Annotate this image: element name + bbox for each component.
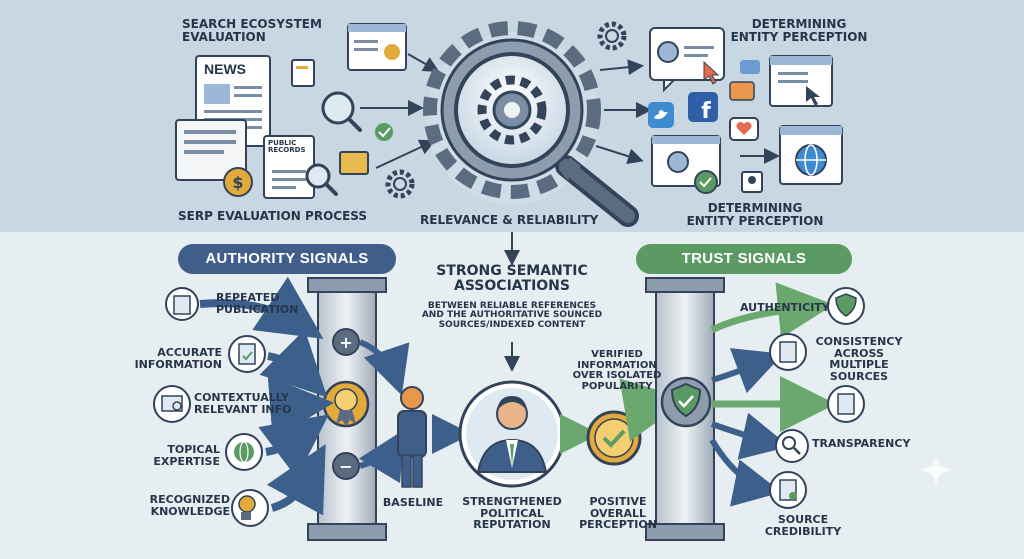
verified-label: VERIFIED INFORMATION OVER ISOLATED POPUL… <box>572 349 662 392</box>
transparency-magnifier-icon <box>775 429 809 463</box>
small-gear-icon <box>385 169 415 199</box>
small-magnifier-icon <box>305 163 338 196</box>
trust-item-consistency: CONSISTENCY ACROSS MULTIPLE SOURCES <box>815 335 903 383</box>
profile-window-icon <box>651 135 721 194</box>
minus-badge-icon: − <box>332 452 360 480</box>
positive-label: POSITIVE OVERALL PERCEPTION <box>579 495 657 532</box>
newspaper-stack-icon <box>175 119 247 181</box>
id-card-icon <box>741 171 763 193</box>
authority-item-contextual: CONTEXTUALLY RELEVANT INFO <box>194 391 292 416</box>
authority-item-topical: TOPICAL EXPERTISE <box>153 443 220 468</box>
trust-item-transparency: TRANSPARENCY <box>812 437 911 450</box>
chart-window-icon <box>347 23 407 71</box>
facebook-icon: f <box>688 92 718 124</box>
authenticity-shield-icon <box>827 287 865 325</box>
public-records-label: PUBLIC RECORDS <box>268 139 306 155</box>
gear-magnifier-icon <box>423 21 639 227</box>
search-ecosystem-label: SEARCH ECOSYSTEM EVALUATION <box>182 17 322 44</box>
chat-icon <box>740 60 760 74</box>
strengthened-label: STRENGTHENED POLITICAL REPUTATION <box>462 495 562 532</box>
consistency-document-icon <box>769 333 807 371</box>
authority-signals-title: AUTHORITY SIGNALS <box>178 244 396 274</box>
certificate-icon <box>769 471 807 509</box>
check-badge-icon <box>375 123 393 141</box>
top-small-gear-icon <box>597 21 627 51</box>
globe-window-icon <box>779 125 843 185</box>
award-medal-icon <box>322 380 370 428</box>
positive-check-medal-icon <box>586 410 642 466</box>
entity-perception-bottom-label: DETERMINING ENTITY PERCEPTION <box>686 201 824 228</box>
comment-icon <box>729 81 755 101</box>
serp-process-label: SERP EVALUATION PROCESS <box>178 209 368 223</box>
brain-head-icon <box>231 489 269 527</box>
trust-item-credibility: SOURCE CREDIBILITY <box>764 513 842 538</box>
magnifier-icon <box>321 91 362 132</box>
strengthened-person-icon <box>458 380 566 488</box>
trust-item-authenticity: AUTHENTICITY <box>740 301 830 314</box>
browser-window-icon <box>769 55 833 107</box>
profile-bubble-icon <box>649 27 725 93</box>
transparency-document-icon <box>827 385 865 423</box>
baseline-person-icon <box>397 386 427 488</box>
svg-text:−: − <box>339 457 352 476</box>
dollar-coin-icon: $ <box>223 167 253 197</box>
entity-perception-top-label: DETERMINING ENTITY PERCEPTION <box>730 17 868 44</box>
sparkle-icon <box>922 456 950 484</box>
twitter-icon <box>648 102 674 128</box>
search-window-icon <box>153 385 191 423</box>
heart-bubble-icon <box>729 117 759 141</box>
globe-icon <box>225 433 263 471</box>
authority-item-accurate: ACCURATE INFORMATION <box>134 346 222 371</box>
checklist-icon <box>228 335 266 373</box>
plus-badge-icon: + <box>332 328 360 356</box>
baseline-label: BASELINE <box>382 496 444 509</box>
shield-check-icon <box>660 376 712 428</box>
trust-signals-title: TRUST SIGNALS <box>636 244 852 274</box>
authority-item-recognized: RECOGNIZED KNOWLEDGE <box>149 493 230 518</box>
center-subheading: BETWEEN RELIABLE REFERENCES AND THE AUTH… <box>421 301 603 330</box>
svg-text:$: $ <box>232 173 243 192</box>
documents-icon <box>165 287 199 321</box>
svg-text:f: f <box>701 99 711 124</box>
news-label: NEWS <box>204 61 246 77</box>
note-icon <box>291 59 315 87</box>
relevance-label: RELEVANCE & RELIABILITY <box>420 213 599 227</box>
authority-item-repeated: REPEATED PUBLICATION <box>216 291 299 316</box>
svg-text:+: + <box>339 333 352 352</box>
center-heading: STRONG SEMANTIC ASSOCIATIONS <box>436 263 588 294</box>
folder-icon <box>339 151 369 175</box>
